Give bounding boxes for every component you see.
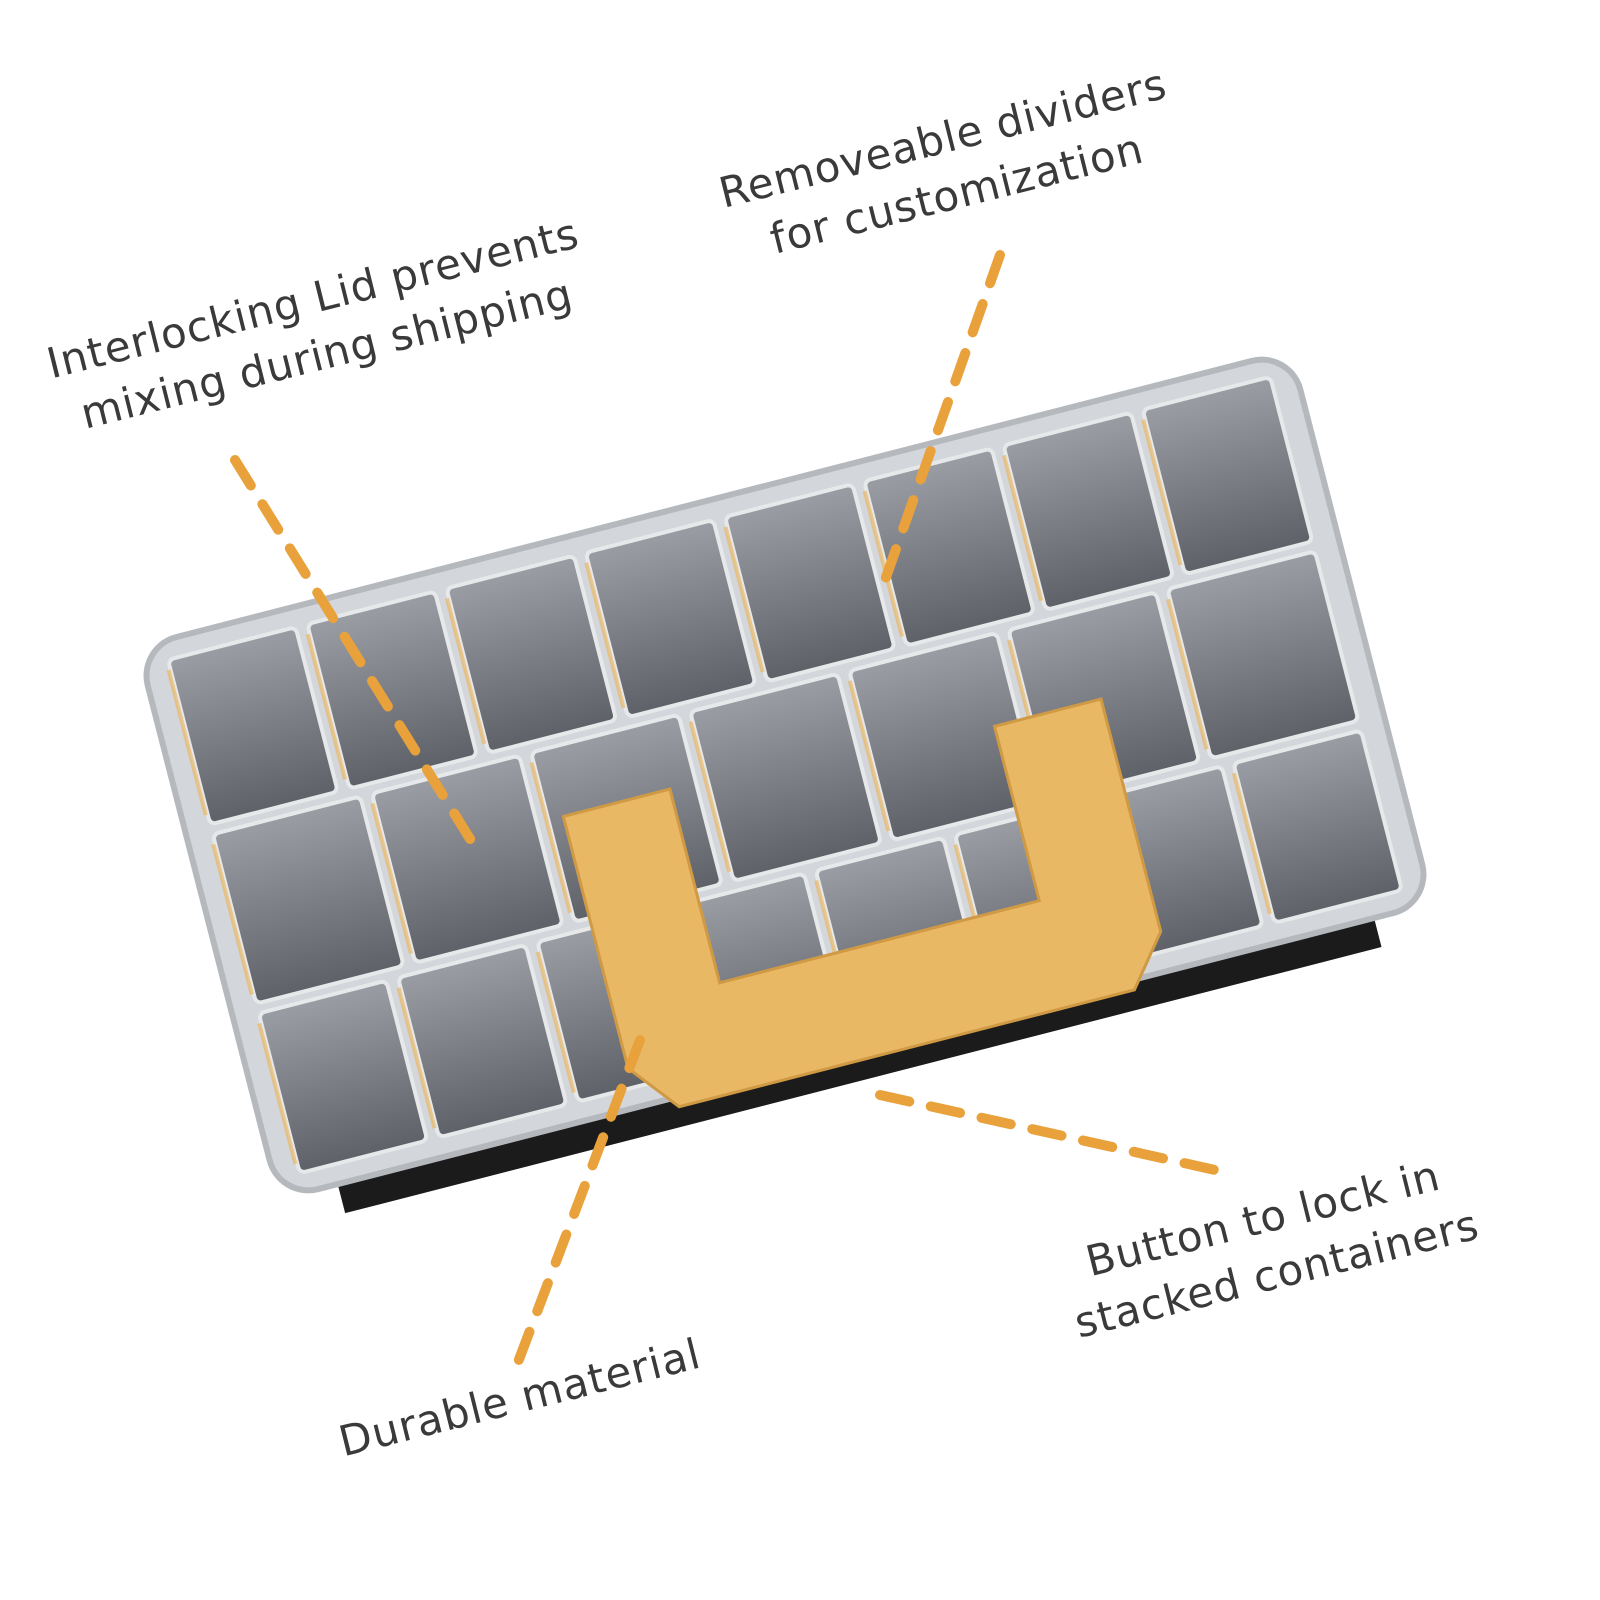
divider — [688, 721, 732, 873]
divider — [396, 987, 437, 1129]
divider — [1166, 598, 1209, 750]
callout-line-durable — [510, 1035, 645, 1375]
organizer-box — [143, 356, 1427, 1214]
divider — [445, 598, 487, 745]
divider — [166, 669, 208, 816]
divider — [1001, 455, 1044, 602]
divider — [723, 526, 765, 673]
divider — [305, 633, 347, 781]
callout-line-lid — [230, 455, 485, 860]
divider — [584, 562, 626, 709]
divider — [211, 843, 254, 995]
divider — [529, 762, 573, 914]
carry-handle — [561, 697, 1163, 1109]
divider — [535, 951, 576, 1093]
callout-line-dividers — [880, 250, 1005, 585]
divider — [1141, 419, 1183, 566]
lock-button[interactable] — [824, 1013, 889, 1053]
compartments — [166, 376, 1403, 1174]
divider — [862, 490, 904, 638]
divider — [370, 803, 413, 955]
divider — [257, 1023, 298, 1165]
divider — [847, 680, 891, 832]
callout-line-button — [875, 1090, 1220, 1175]
divider — [1231, 772, 1272, 915]
callout-lines — [230, 250, 1220, 1375]
